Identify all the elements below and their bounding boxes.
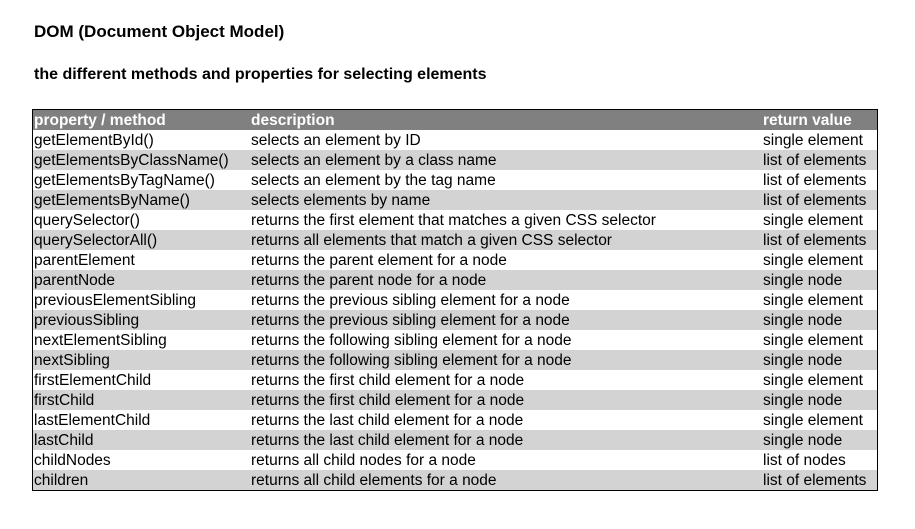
cell-description: returns the parent node for a node bbox=[249, 270, 762, 290]
cell-description: selects an element by the tag name bbox=[251, 171, 496, 189]
cell-property: getElementsByName() bbox=[32, 190, 249, 210]
cell-description: returns the first child element for a no… bbox=[249, 390, 762, 410]
table-row: getElementById() selects an element by ID… bbox=[33, 130, 878, 150]
cell-description: returns the last child element for a nod… bbox=[249, 430, 762, 450]
dom-methods-table: property / method description return val… bbox=[32, 109, 878, 491]
column-header-property: property / method bbox=[32, 109, 249, 130]
cell-description: returns the previous sibling element for… bbox=[251, 291, 570, 309]
cell-description: returns the following sibling element fo… bbox=[249, 350, 762, 370]
column-header-return-value: return value bbox=[762, 109, 878, 130]
table-row: firstElementChild returns the first child… bbox=[33, 370, 878, 390]
cell-property: parentElement bbox=[34, 251, 135, 269]
table-row: nextElementSibling returns the following … bbox=[33, 330, 878, 350]
cell-description: returns the first element that matches a… bbox=[251, 211, 656, 229]
table-row: getElementsByName()selects elements by n… bbox=[32, 190, 878, 210]
cell-property: previousSibling bbox=[32, 310, 249, 330]
cell-description: returns the first child element for a no… bbox=[251, 371, 525, 389]
page-subtitle: the different methods and properties for… bbox=[34, 66, 487, 83]
table-body: getElementById() selects an element by ID… bbox=[32, 130, 878, 491]
cell-return-value: single element bbox=[763, 251, 863, 269]
cell-description: selects an element by a class name bbox=[249, 150, 762, 170]
cell-return-value: list of elements bbox=[763, 171, 867, 189]
cell-property: getElementById() bbox=[34, 131, 154, 149]
cell-return-value: list of nodes bbox=[763, 451, 846, 469]
cell-return-value: single node bbox=[762, 310, 878, 330]
cell-property: children bbox=[32, 470, 249, 491]
cell-description: returns all child elements for a node bbox=[249, 470, 762, 491]
cell-description: returns all child nodes for a node bbox=[251, 451, 476, 469]
column-header-description: description bbox=[249, 109, 762, 130]
cell-return-value: single element bbox=[763, 211, 863, 229]
cell-return-value: list of elements bbox=[762, 230, 878, 250]
table-row: previousElementSibling returns the previo… bbox=[33, 290, 878, 310]
cell-property: firstChild bbox=[32, 390, 249, 410]
cell-return-value: single element bbox=[763, 291, 863, 309]
cell-property: childNodes bbox=[34, 451, 111, 469]
cell-property: lastChild bbox=[32, 430, 249, 450]
cell-property: previousElementSibling bbox=[34, 291, 196, 309]
table-row: getElementsByTagName() selects an element… bbox=[33, 170, 878, 190]
cell-property: nextElementSibling bbox=[34, 331, 167, 349]
cell-property: querySelectorAll() bbox=[32, 230, 249, 250]
cell-return-value: single node bbox=[762, 350, 878, 370]
cell-return-value: list of elements bbox=[762, 150, 878, 170]
cell-description: returns all elements that match a given … bbox=[249, 230, 762, 250]
table-header: property / method description return val… bbox=[32, 109, 878, 130]
table-row: querySelectorAll()returns all elements t… bbox=[32, 230, 878, 250]
cell-property: lastElementChild bbox=[34, 411, 151, 429]
cell-property: getElementsByClassName() bbox=[32, 150, 249, 170]
cell-description: returns the last child element for a nod… bbox=[251, 411, 524, 429]
table-row: childNodes returns all child nodes for a … bbox=[33, 450, 878, 470]
cell-description: returns the following sibling element fo… bbox=[251, 331, 572, 349]
cell-return-value: list of elements bbox=[762, 470, 878, 491]
table-row: querySelector() returns the first element… bbox=[33, 210, 878, 230]
table-row: getElementsByClassName()selects an eleme… bbox=[32, 150, 878, 170]
cell-return-value: single element bbox=[763, 411, 863, 429]
cell-property: firstElementChild bbox=[34, 371, 152, 389]
cell-property: querySelector() bbox=[34, 211, 140, 229]
table-row: parentElement returns the parent element … bbox=[33, 250, 878, 270]
cell-return-value: single element bbox=[763, 131, 863, 149]
table-header-row: property / method description return val… bbox=[32, 109, 878, 130]
cell-return-value: single node bbox=[762, 430, 878, 450]
cell-return-value: single element bbox=[763, 331, 863, 349]
cell-property: parentNode bbox=[32, 270, 249, 290]
table-row: lastElementChild returns the last child e… bbox=[33, 410, 878, 430]
cell-return-value: single node bbox=[762, 270, 878, 290]
cell-return-value: single element bbox=[763, 371, 863, 389]
cell-description: returns the parent element for a node bbox=[251, 251, 507, 269]
cell-return-value: list of elements bbox=[762, 190, 878, 210]
page-title: DOM (Document Object Model) bbox=[34, 22, 285, 41]
cell-description: selects an element by ID bbox=[251, 131, 421, 149]
cell-property: getElementsByTagName() bbox=[34, 171, 215, 189]
cell-description: returns the previous sibling element for… bbox=[249, 310, 762, 330]
cell-property: nextSibling bbox=[32, 350, 249, 370]
cell-description: selects elements by name bbox=[249, 190, 762, 210]
cell-return-value: single node bbox=[762, 390, 878, 410]
